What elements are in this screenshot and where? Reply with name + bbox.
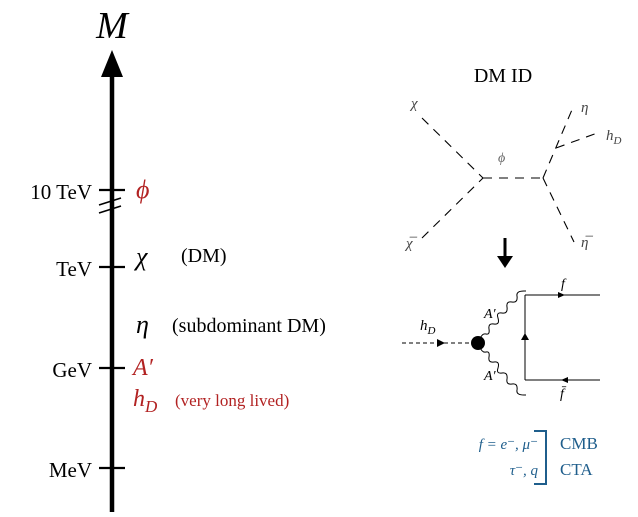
probe-cmb: CMB xyxy=(560,434,598,453)
particle-chi-note: (DM) xyxy=(181,245,227,267)
bracket xyxy=(534,430,547,485)
particle-labels: ϕ χ (DM) η (subdominant DM) A′ hD (very … xyxy=(131,175,326,416)
label-chi-in: χ xyxy=(409,96,418,112)
label-hd-in: hD xyxy=(420,318,436,337)
particle-phi: ϕ xyxy=(136,175,149,204)
label-fbar-bottom: f̄ xyxy=(560,386,567,402)
label-chibar-in: χ̅ xyxy=(404,236,418,252)
particle-hd-note: (very long lived) xyxy=(175,391,289,410)
label-aprime-bottom: A′ xyxy=(483,369,497,384)
axis-break-mark xyxy=(98,197,122,206)
final-state-leptons: f = e⁻, μ⁻ xyxy=(479,437,538,453)
dm-id-title: DM ID xyxy=(474,65,532,87)
tick-label-tev: TeV xyxy=(56,257,92,281)
particle-eta-note: (subdominant DM) xyxy=(172,315,326,337)
label-eta-out: η xyxy=(581,100,588,116)
tick-label-mev: MeV xyxy=(49,458,92,482)
label-f-top: f xyxy=(561,277,567,292)
particle-hd: hD xyxy=(133,386,158,416)
decay-vertex xyxy=(471,336,485,350)
tick-label-gev: GeV xyxy=(52,358,92,382)
label-etabar-out: η̅ xyxy=(581,235,593,251)
label-aprime-top: A′ xyxy=(483,307,497,322)
probe-cta: CTA xyxy=(560,460,593,479)
final-state-tau-quark: τ⁻, q xyxy=(510,463,539,479)
axis-arrow-icon xyxy=(101,50,123,77)
particle-aprime: A′ xyxy=(131,355,154,381)
tick-label-10tev: 10 TeV xyxy=(30,180,92,204)
decay-diagram xyxy=(402,290,600,396)
annihilation-diagram xyxy=(421,104,601,243)
particle-chi: χ xyxy=(133,242,148,271)
particle-eta: η xyxy=(136,310,149,339)
axis-label: M xyxy=(95,5,130,47)
label-hd-out: hD xyxy=(606,128,622,147)
mass-axis: M 10 TeV TeV GeV MeV xyxy=(30,5,130,512)
down-arrow-icon xyxy=(497,238,513,268)
final-states: f = e⁻, μ⁻ τ⁻, q CMB CTA xyxy=(479,430,598,485)
label-phi-mediator: ϕ xyxy=(498,151,505,166)
